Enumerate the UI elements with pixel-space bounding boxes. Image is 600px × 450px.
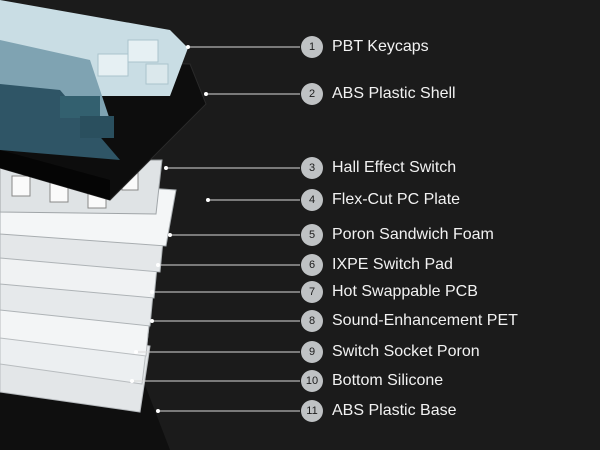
leader-dot — [134, 350, 138, 354]
layer-label: Hot Swappable PCB — [332, 283, 478, 300]
layer-label: Poron Sandwich Foam — [332, 226, 494, 243]
leader-dot — [150, 290, 154, 294]
layer-label: Bottom Silicone — [332, 372, 444, 389]
pbt-keycaps-layer — [0, 0, 188, 160]
layer-label: PBT Keycaps — [332, 38, 429, 55]
layer-label: Hall Effect Switch — [332, 159, 457, 176]
leader-dot — [204, 92, 208, 96]
leader-dot — [168, 233, 172, 237]
layer-number-badge: 1 — [301, 36, 323, 58]
layer-number-badge: 6 — [301, 254, 323, 276]
layer-number-badge: 10 — [301, 370, 323, 392]
layer-number-badge: 4 — [301, 189, 323, 211]
layer-label: Switch Socket Poron — [332, 343, 480, 360]
leader-dot — [206, 198, 210, 202]
layer-number-badge: 9 — [301, 341, 323, 363]
layer-label: Flex-Cut PC Plate — [332, 191, 461, 208]
layer-number-badge: 3 — [301, 157, 323, 179]
leader-dot — [186, 45, 190, 49]
layer-number-badge: 11 — [301, 400, 323, 422]
leader-dot — [150, 319, 154, 323]
layer-number-badge: 5 — [301, 224, 323, 246]
layer-label: IXPE Switch Pad — [332, 256, 453, 273]
leader-dot — [130, 379, 134, 383]
leader-dot — [156, 263, 160, 267]
layer-number-badge: 7 — [301, 281, 323, 303]
layer-label: ABS Plastic Shell — [332, 85, 456, 102]
leader-dot — [164, 166, 168, 170]
layer-label: ABS Plastic Base — [332, 402, 457, 419]
layer-number-badge: 2 — [301, 83, 323, 105]
layer-label: Sound-Enhancement PET — [332, 312, 518, 329]
layer-number-badge: 8 — [301, 310, 323, 332]
leader-dot — [156, 409, 160, 413]
